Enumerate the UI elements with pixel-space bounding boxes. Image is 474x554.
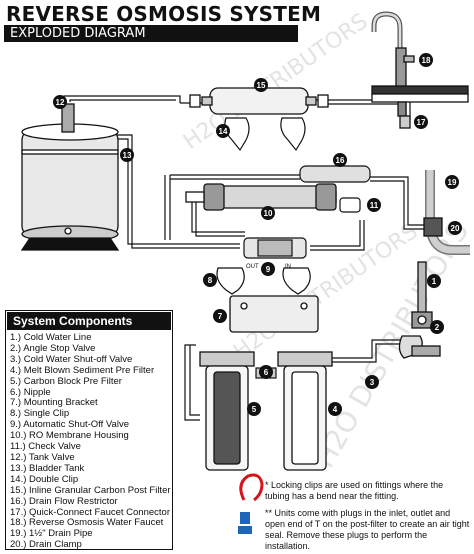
component-item: 19.) 1½" Drain Pipe (10, 528, 93, 540)
callout-badge (213, 309, 227, 323)
callout-badge (365, 375, 379, 389)
callout-number: 9 (266, 265, 271, 274)
check-valve (339, 197, 361, 213)
component-item: 2.) Angle Stop Valve (10, 342, 96, 354)
callout-badge (333, 153, 347, 167)
component-item: 8.) Single Clip (10, 408, 70, 420)
component-item: 15.) Inline Granular Carbon Post Filter (10, 484, 171, 496)
plug-note: ** Units come with plugs in the inlet, o… (265, 508, 470, 551)
callout-badge (261, 206, 275, 220)
callout-number: 14 (219, 127, 228, 136)
callout-badge (203, 273, 217, 287)
component-item: 7.) Mounting Bracket (10, 397, 98, 409)
component-item: 5.) Carbon Block Pre Filter (10, 375, 122, 387)
callout-number: 7 (218, 312, 223, 321)
callout-number: 19 (448, 178, 457, 187)
faucet-assembly (371, 11, 469, 129)
callout-badge (120, 148, 134, 162)
components-list: 1.) Cold Water Line 2.) Angle Stop Valve… (10, 332, 171, 551)
components-heading: System Components (7, 312, 171, 330)
component-item: 1.) Cold Water Line (10, 332, 92, 343)
component-item: 10.) RO Membrane Housing (10, 430, 129, 442)
callout-number: 20 (451, 224, 460, 233)
callout-badge (430, 320, 444, 334)
callout-badge (216, 124, 230, 138)
callout-number: 11 (370, 201, 379, 210)
component-item: 17.) Quick-Connect Faucet Connector (10, 506, 170, 518)
single-clip (216, 267, 311, 295)
callout-badge (427, 274, 441, 288)
locking-clip-note: * Locking clips are used on fittings whe… (265, 480, 444, 501)
callout-badge (261, 262, 275, 276)
membrane-housing (185, 183, 337, 211)
shutoff-valve (243, 237, 307, 259)
callout-number: 8 (208, 276, 213, 285)
callout-number: 13 (123, 151, 132, 160)
mounting-bracket (229, 295, 319, 333)
sediment-prefilter-housing (277, 351, 333, 471)
plug-icon (238, 512, 252, 534)
component-item: 20.) Drain Clamp (10, 539, 82, 551)
page-title: REVERSE OSMOSIS SYSTEM (6, 2, 322, 26)
component-item: 9.) Automatic Shut-Off Valve (10, 419, 129, 431)
callout-number: 5 (252, 405, 257, 414)
bladder-tank (20, 103, 120, 251)
callout-number: 3 (370, 378, 375, 387)
callout-number: 17 (417, 118, 426, 127)
component-item: 3.) Cold Water Shut-off Valve (10, 353, 133, 365)
callout-number: 15 (257, 81, 266, 90)
valve-in-label: IN (285, 264, 291, 270)
callout-badge (445, 175, 459, 189)
callout-badge (414, 115, 428, 129)
callout-badge (254, 78, 268, 92)
post-filter (189, 87, 329, 115)
callout-badge (367, 198, 381, 212)
component-item: 6.) Nipple (10, 386, 51, 398)
callout-number: 2 (435, 323, 440, 332)
callout-number: 12 (56, 98, 65, 107)
callout-badge (53, 95, 67, 109)
callout-badge (419, 53, 433, 67)
component-item: 11.) Check Valve (10, 441, 81, 453)
carbon-prefilter-housing (199, 351, 255, 471)
callout-badge (247, 402, 261, 416)
double-clip (224, 117, 306, 152)
component-item: 12.) Tank Valve (10, 451, 75, 463)
callout-number: 16 (336, 156, 345, 165)
callout-badge (328, 402, 342, 416)
callout-number: 10 (264, 209, 273, 218)
locking-clip-icon (239, 473, 264, 502)
callout-number: 1 (432, 277, 437, 286)
callout-number: 4 (333, 405, 338, 414)
component-item: 16.) Drain Flow Restrictor (10, 495, 118, 507)
callout-badge (259, 365, 273, 379)
subtitle-bar (4, 25, 298, 42)
callout-badge (448, 221, 462, 235)
component-item: 18.) Reverse Osmosis Water Faucet (10, 517, 164, 529)
component-item: 4.) Melt Blown Sediment Pre Filter (10, 364, 155, 376)
cold-water-line (398, 261, 441, 359)
drain-pipe (423, 170, 470, 255)
flow-restrictor (299, 165, 371, 183)
page-subtitle: EXPLODED DIAGRAM (10, 26, 146, 41)
valve-out-label: OUT (246, 264, 259, 270)
components-panel (5, 310, 173, 550)
callout-number: 18 (422, 56, 431, 65)
component-item: 14.) Double Clip (10, 473, 79, 485)
callout-number: 6 (264, 368, 269, 377)
component-item: 13.) Bladder Tank (10, 462, 85, 474)
